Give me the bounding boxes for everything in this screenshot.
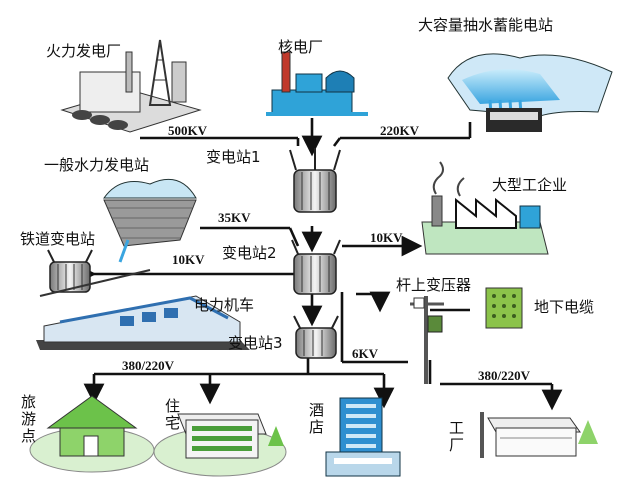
transformer-s3-icon xyxy=(293,315,339,359)
label-pole-transformer: 杆上变压器 xyxy=(396,276,471,294)
label-nuclear: 核电厂 xyxy=(278,38,323,56)
voltage-10kv-industry: 10KV xyxy=(370,230,403,245)
voltage-220kv: 220KV xyxy=(380,123,420,138)
transformer-railway-icon xyxy=(47,249,93,293)
label-residence: 住宅 xyxy=(163,398,181,432)
transformer-s1-icon xyxy=(289,148,341,213)
locomotive-icon xyxy=(36,269,250,350)
label-locomotive: 电力机车 xyxy=(194,296,254,314)
voltage-500kv: 500KV xyxy=(168,123,208,138)
label-thermal: 火力发电厂 xyxy=(46,42,121,60)
label-industry: 大型工企业 xyxy=(492,176,567,194)
industry-icon xyxy=(421,161,549,255)
hydro-station-icon xyxy=(103,178,197,263)
label-railway-substation: 铁道变电站 xyxy=(20,230,95,248)
label-pumped-storage: 大容量抽水蓄能电站 xyxy=(418,16,553,34)
factory-icon xyxy=(480,412,598,458)
label-hydro: 一般水力发电站 xyxy=(44,156,149,174)
transmission-lines xyxy=(75,118,563,411)
label-substation-3: 变电站3 xyxy=(228,334,283,352)
transformer-s2-icon xyxy=(291,239,341,295)
hotel-icon xyxy=(325,397,401,477)
label-cable: 地下电缆 xyxy=(534,298,594,316)
voltage-380-220v-left: 380/220V xyxy=(122,358,175,373)
residence-icon xyxy=(153,413,287,477)
voltage-10kv-railway: 10KV xyxy=(172,252,205,267)
pole-transformer-icon xyxy=(410,296,444,384)
label-hotel: 酒店 xyxy=(307,402,325,436)
label-substation-2: 变电站2 xyxy=(222,244,277,262)
label-tourism: 旅游点 xyxy=(19,394,37,445)
label-factory: 工厂 xyxy=(447,420,465,454)
voltage-380-220v-right: 380/220V xyxy=(478,368,531,383)
tourist-spot-icon xyxy=(29,395,155,473)
pumped-storage-icon xyxy=(447,53,613,132)
thermal-plant-icon xyxy=(60,39,202,133)
label-substation-1: 变电站1 xyxy=(206,148,261,166)
nuclear-plant-icon xyxy=(266,51,368,116)
voltage-35kv: 35KV xyxy=(218,210,251,225)
underground-cable-icon xyxy=(485,287,523,329)
voltage-6kv: 6KV xyxy=(352,346,379,361)
